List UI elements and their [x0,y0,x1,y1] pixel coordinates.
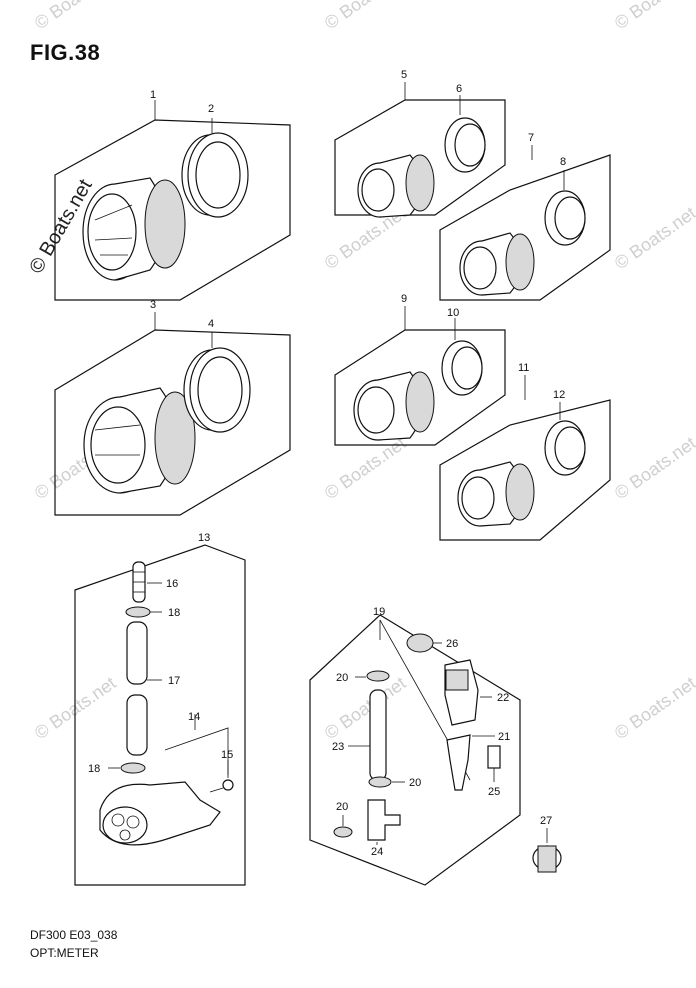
watermark-layer: © Boats.net © Boats.net © Boats.net © Bo… [25,0,696,743]
callout-27: 27 [540,815,552,827]
callout-12: 12 [553,389,565,401]
callout-20c: 20 [336,801,348,813]
callout-10: 10 [447,307,459,319]
meter-group-7 [439,145,611,301]
meter-group-11 [439,375,611,541]
watermark: © Boats.net [611,0,696,33]
watermark: © Boats.net [321,433,410,503]
callout-2: 2 [208,103,214,115]
callout-11: 11 [518,362,529,374]
callout-13: 13 [198,532,210,544]
callout-16: 16 [166,578,178,590]
figure-title: FIG.38 [30,40,101,65]
callout-18: 18 [168,607,180,619]
callout-15: 15 [221,749,233,761]
watermark: © Boats.net [31,0,120,33]
watermark: © Boats.net [611,203,696,273]
callout-1: 1 [150,89,156,101]
fitting-27 [532,828,562,873]
callout-numbers: 1 2 3 4 5 6 7 8 9 10 11 12 13 14 15 16 1… [88,69,566,858]
meter-group-3 [54,312,291,516]
sensor-group-19 [309,614,521,886]
callout-7: 7 [528,132,534,144]
callout-24: 24 [371,846,383,858]
callout-21: 21 [498,731,510,743]
callout-14: 14 [188,711,200,723]
callout-20: 20 [336,672,348,684]
meter-group-1 [54,100,291,301]
watermark: © Boats.net [321,673,410,743]
watermark: © Boats.net [611,433,696,503]
callout-20b: 20 [409,777,421,789]
callout-22: 22 [497,692,509,704]
meter-group-9 [334,306,506,446]
callout-19: 19 [373,606,385,618]
callout-5: 5 [401,69,407,81]
callout-4: 4 [208,318,214,330]
figure-name: OPT:METER [30,946,99,960]
watermark: © Boats.net [611,673,696,743]
figure-code: DF300 E03_038 [30,928,118,942]
callout-9: 9 [401,293,407,305]
callout-6: 6 [456,83,462,95]
meter-group-5 [334,82,506,218]
callout-18b: 18 [88,763,100,775]
hose-group-13 [74,544,246,886]
callout-3: 3 [150,299,156,311]
callout-26: 26 [446,638,458,650]
callout-25: 25 [488,786,500,798]
callout-23: 23 [332,741,344,753]
callout-17: 17 [168,675,180,687]
callout-8: 8 [560,156,566,168]
watermark: © Boats.net [321,0,410,33]
